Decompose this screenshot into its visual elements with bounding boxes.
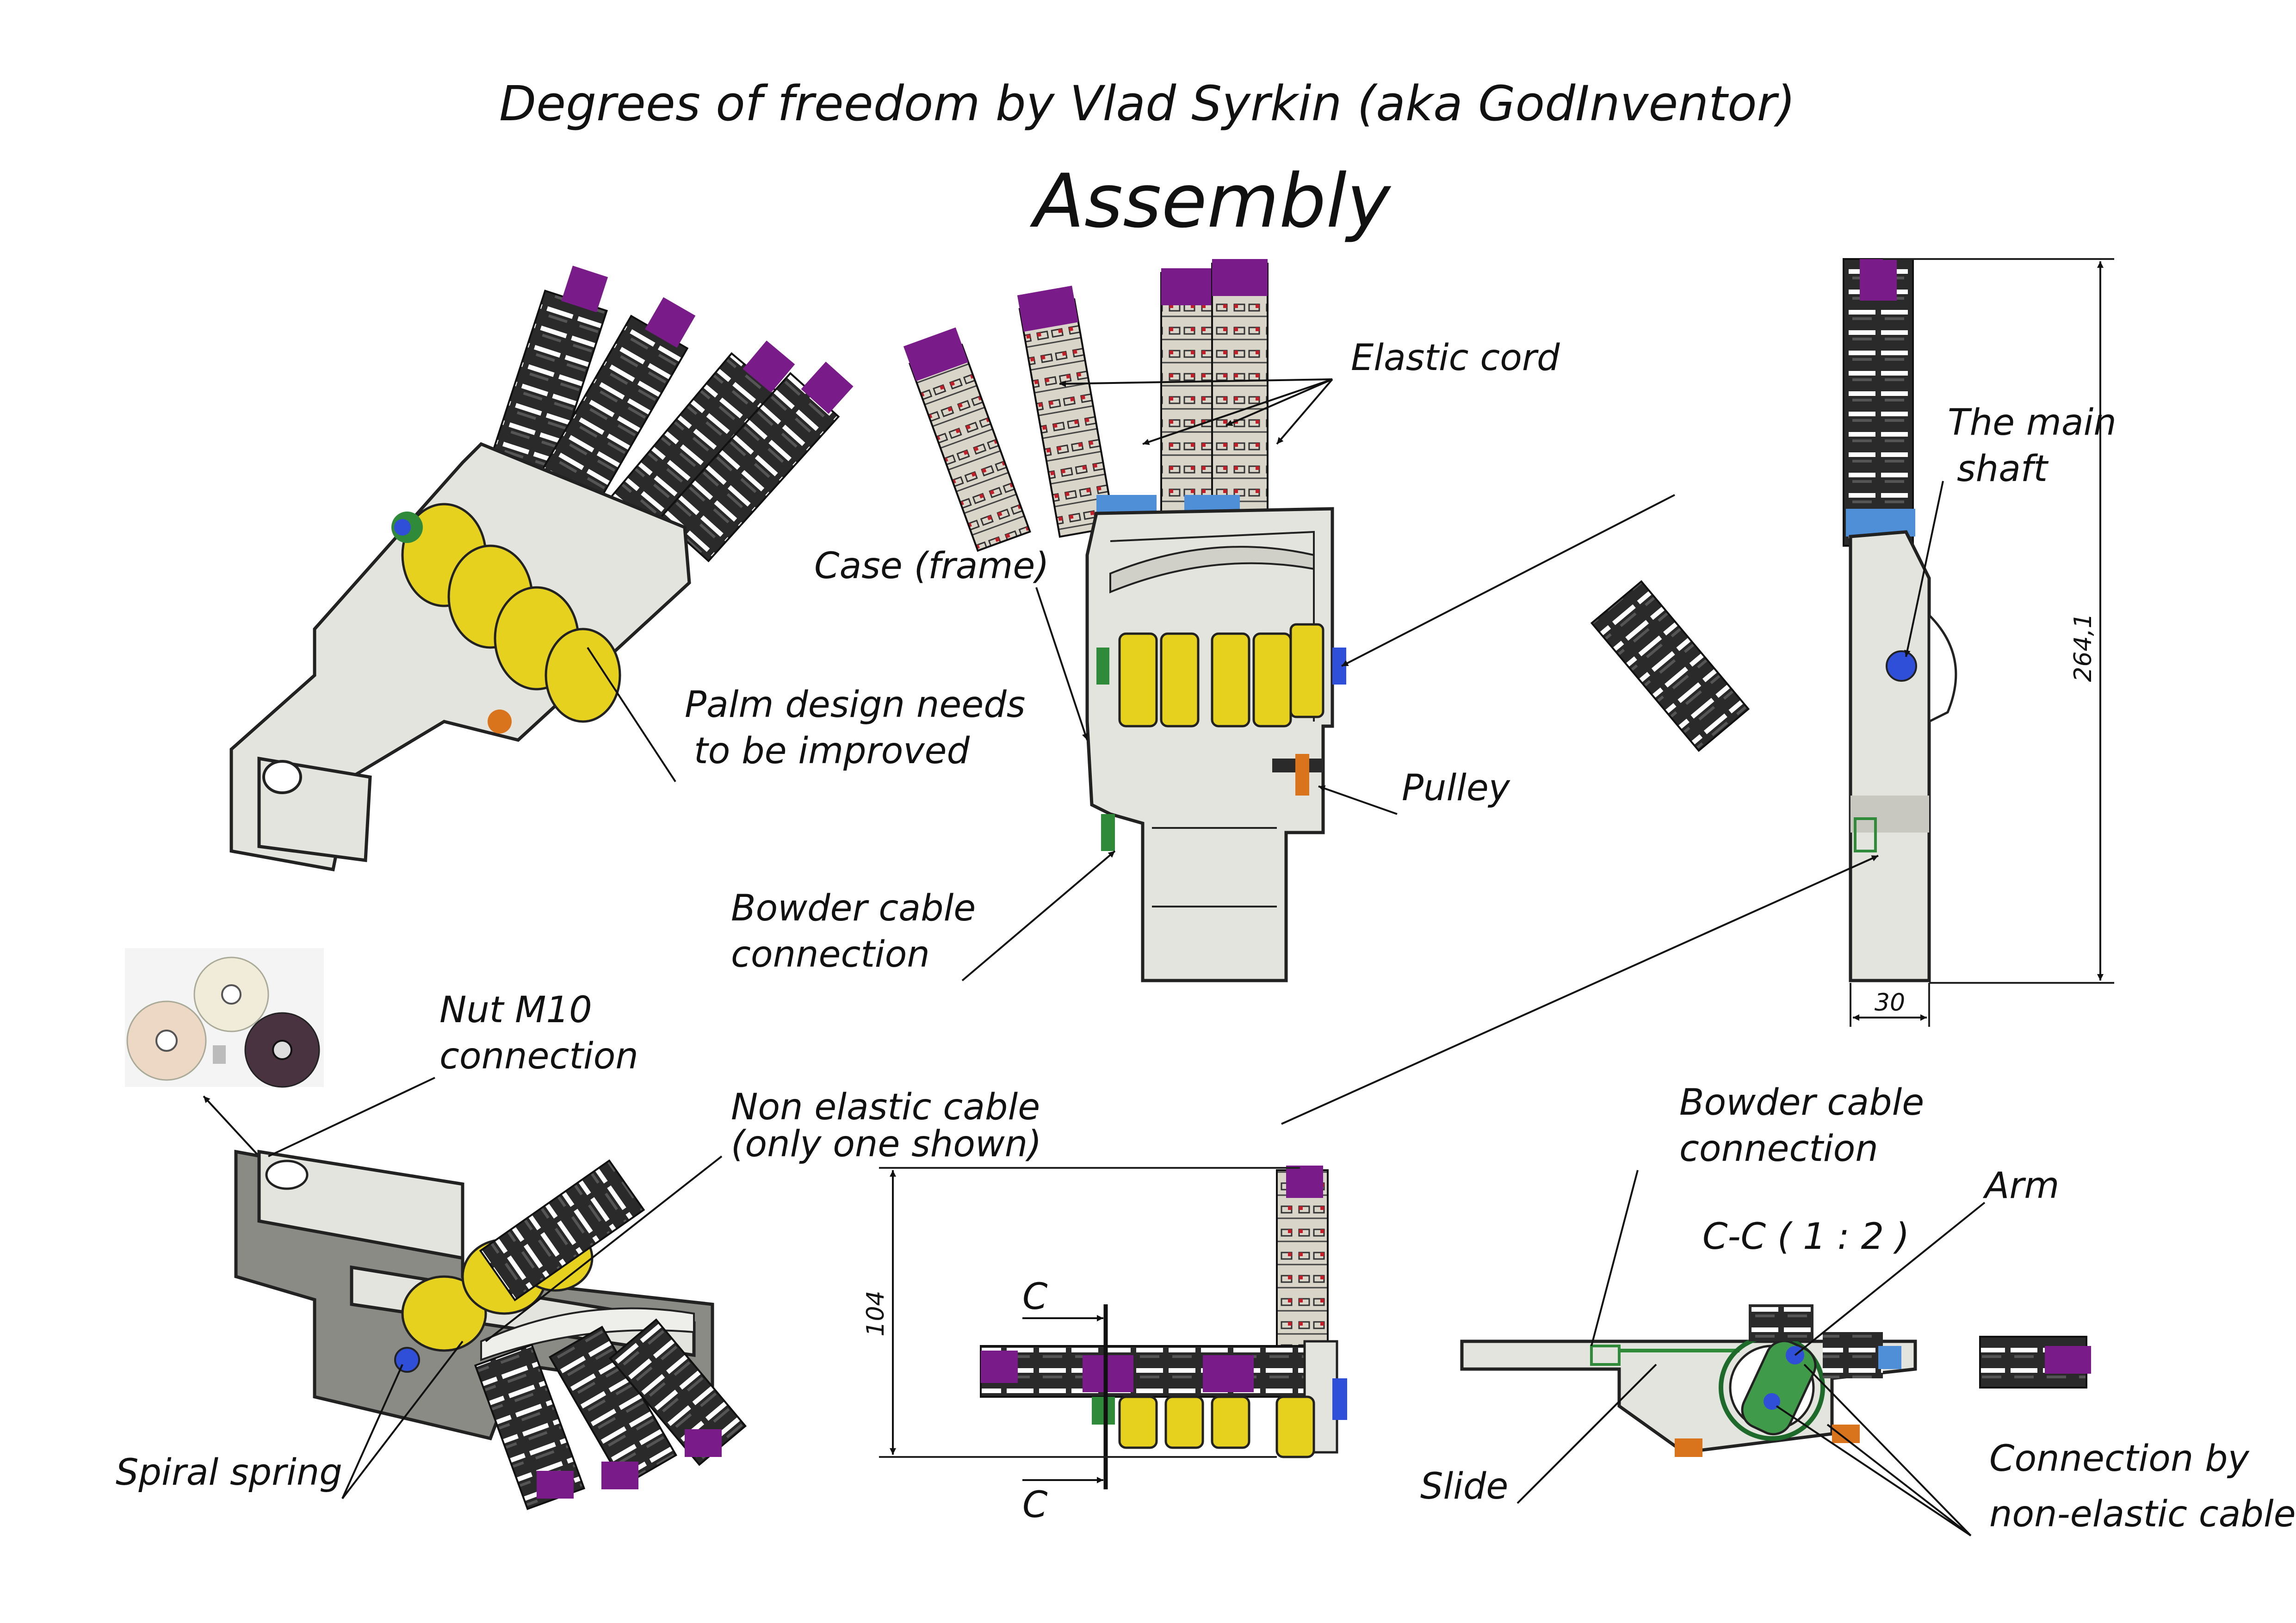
label-pulley: Pulley <box>1402 767 1511 809</box>
dimension-height-value: 264,1 <box>2069 613 2097 682</box>
label-palm-design-2: to be improved <box>694 730 970 772</box>
isometric-view-top-left <box>229 265 854 872</box>
dimension-side-height-value: 104 <box>862 1290 890 1336</box>
label-spiral-spring: Spiral spring <box>116 1452 342 1493</box>
dimension-width-value: 30 <box>1875 989 1905 1017</box>
label-elastic-cord: Elastic cord <box>1351 337 1560 379</box>
pulley-row-front <box>1096 623 1346 796</box>
dimension-width <box>1850 983 1930 1027</box>
label-case-frame: Case (frame) <box>814 545 1049 587</box>
isometric-view-bottom-left <box>234 1149 747 1510</box>
label-main-shaft-2: shaft <box>1957 448 2048 490</box>
side-view-bottom-center <box>980 1166 1347 1458</box>
label-bowden-bottom-1: Bowder cable <box>1679 1082 1924 1123</box>
section-mark-top: C <box>1022 1276 1048 1318</box>
label-main-shaft-1: The main <box>1948 402 2117 444</box>
section-mark-bottom: C <box>1022 1484 1048 1526</box>
pulley-stack-iso <box>391 503 621 734</box>
photo-nuts <box>125 948 324 1088</box>
label-nut-2: connection <box>439 1036 638 1077</box>
sheet-subtitle: Assembly <box>1029 158 1391 244</box>
label-bowden-top-2: connection <box>731 934 930 975</box>
label-non-elastic-1: Non elastic cable <box>731 1086 1040 1128</box>
section-view-title: C-C ( 1 : 2 ) <box>1702 1216 1909 1258</box>
finger-group <box>484 265 854 562</box>
front-view-top-center <box>903 259 1346 982</box>
label-non-elastic-2: (only one shown) <box>731 1123 1042 1165</box>
dimension-height <box>1883 258 2114 984</box>
label-bowden-bottom-2: connection <box>1679 1128 1878 1170</box>
dimension-side-height <box>879 1167 1300 1458</box>
sheet-title: Degrees of freedom by Vlad Syrkin (aka G… <box>499 75 1795 132</box>
side-view-top-right <box>1590 258 1957 982</box>
label-slide: Slide <box>1420 1466 1508 1507</box>
label-arm: Arm <box>1982 1165 2059 1207</box>
label-palm-design-1: Palm design needs <box>685 684 1025 726</box>
label-connection-2: non-elastic cable <box>1989 1493 2296 1535</box>
section-view-bottom-right <box>1460 1304 2091 1457</box>
label-bowden-top-1: Bowder cable <box>731 888 976 929</box>
label-connection-1: Connection by <box>1989 1438 2250 1480</box>
label-nut-1: Nut M10 <box>439 989 592 1031</box>
